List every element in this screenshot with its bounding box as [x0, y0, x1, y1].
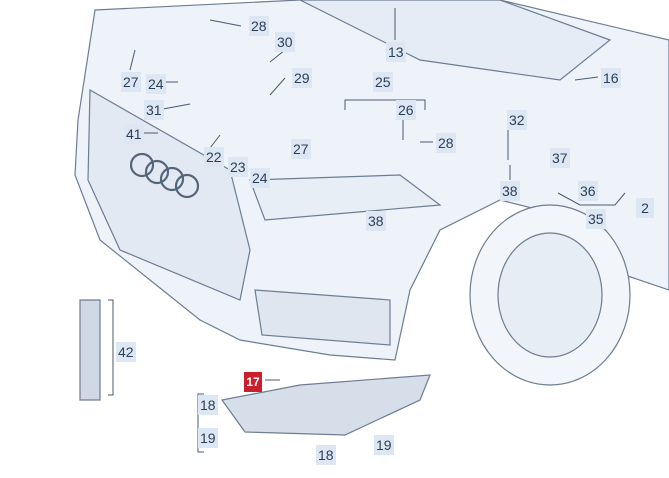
callout-label: 28	[249, 16, 269, 36]
callout-label: 24	[146, 74, 166, 94]
callout-label: 25	[373, 72, 393, 92]
callout-label: 17	[244, 372, 262, 392]
callout-label: 24	[250, 168, 270, 188]
callout-label: 2	[636, 198, 654, 218]
callout-label: 19	[374, 435, 394, 455]
callout-label: 36	[578, 181, 598, 201]
bumper-intake	[254, 289, 391, 346]
callout-label: 38	[366, 211, 386, 231]
callout-label: 27	[121, 72, 141, 92]
callout-label: 23	[228, 157, 248, 177]
callout-label: 35	[586, 209, 606, 229]
brand-rings-icon	[129, 152, 200, 199]
callout-label: 18	[198, 395, 218, 415]
callout-label: 41	[124, 124, 144, 144]
callout-label: 28	[436, 133, 456, 153]
callout-label: 27	[291, 139, 311, 159]
underbody-guard	[220, 374, 431, 436]
callout-label: 31	[144, 100, 164, 120]
callout-label: 18	[316, 445, 336, 465]
callout-label: 22	[204, 147, 224, 167]
callout-label: 26	[396, 100, 416, 120]
callout-label: 38	[500, 181, 520, 201]
callout-label: 13	[386, 42, 406, 62]
headlight	[249, 174, 442, 221]
callout-label: 19	[198, 428, 218, 448]
callout-label: 30	[275, 32, 295, 52]
callout-label: 32	[507, 110, 527, 130]
callout-label: 29	[292, 68, 312, 88]
callout-label: 42	[116, 342, 136, 362]
wheel-rim	[497, 232, 603, 358]
callout-label: 16	[601, 68, 621, 88]
fastener-stack	[79, 299, 101, 401]
callout-label: 37	[550, 148, 570, 168]
